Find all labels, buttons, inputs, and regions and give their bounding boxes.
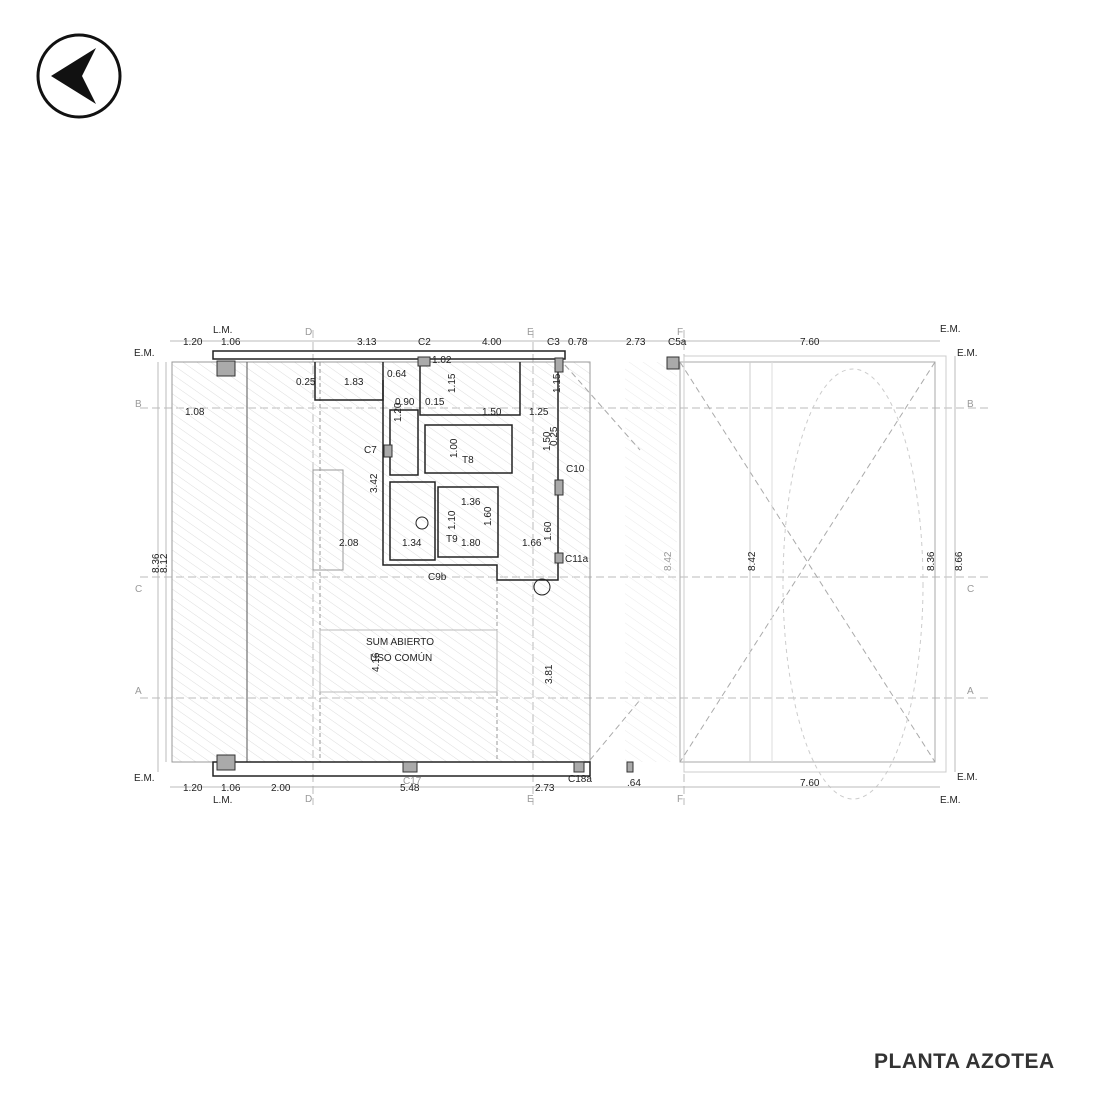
- terrace-floor: [171, 361, 677, 763]
- dim-label: 8.12: [159, 553, 170, 573]
- axis-label: C: [135, 584, 142, 595]
- axis-label: A: [967, 686, 974, 697]
- axis-label: E: [527, 327, 534, 338]
- dim-label: 0.90: [395, 397, 415, 408]
- columns: [216, 356, 680, 773]
- dim-label: 2.08: [339, 538, 359, 549]
- dim-label: 7.60: [800, 337, 820, 348]
- axis-label: D: [305, 327, 312, 338]
- axis-label: C: [967, 584, 974, 595]
- dim-label: 1.08: [185, 407, 205, 418]
- em-label: E.M.: [940, 324, 961, 335]
- em-label: E.M.: [134, 348, 155, 359]
- dim-label: 1.20: [183, 783, 203, 794]
- column-label: C11a: [565, 554, 589, 565]
- dim-label: 3.81: [544, 664, 555, 684]
- axis-label: F: [677, 327, 683, 338]
- dim-label: 1.50: [482, 407, 502, 418]
- roof-area: [564, 355, 947, 800]
- dim-label: 0.78: [568, 337, 588, 348]
- lm-label: L.M.: [213, 795, 232, 806]
- axis-label: B: [967, 399, 974, 410]
- dim-label: 3.42: [369, 473, 380, 493]
- column-label: C10: [566, 464, 585, 475]
- dim-label: 2.73: [626, 337, 646, 348]
- dim-label: 2.73: [535, 783, 555, 794]
- dim-label: 4.16: [371, 652, 382, 672]
- dim-label: 3.13: [357, 337, 377, 348]
- column-label: C7: [364, 445, 377, 456]
- dim-label: 1.10: [447, 510, 458, 530]
- column-label: T9: [446, 534, 458, 545]
- north-arrow-icon: [36, 33, 122, 119]
- dimension-lines: [157, 340, 956, 788]
- dim-label: 1.20: [183, 337, 203, 348]
- dim-label: 8.36: [926, 551, 937, 571]
- axis-label: B: [135, 399, 142, 410]
- dim-label: 0.25: [549, 426, 560, 446]
- walls: [212, 350, 591, 777]
- column-label: C5a: [668, 337, 687, 348]
- column-label: C18a: [568, 774, 592, 785]
- dim-label: 1.36: [461, 497, 481, 508]
- dim-label: 7.60: [800, 778, 820, 789]
- dim-label: 8.42: [663, 551, 674, 571]
- room-use: USO COMÚN: [370, 651, 432, 664]
- dim-label: 0.15: [425, 397, 445, 408]
- dim-label: 2.00: [271, 783, 291, 794]
- dim-label: 1.06: [221, 783, 241, 794]
- dim-label: .64: [627, 778, 641, 789]
- em-label: E.M.: [134, 773, 155, 784]
- dim-label: 1.15: [552, 373, 563, 393]
- em-label: E.M.: [957, 348, 978, 359]
- dim-label: 1.60: [543, 521, 554, 541]
- column-label: C3: [547, 337, 560, 348]
- plan-title: PLANTA AZOTEA: [874, 1050, 1055, 1073]
- em-label: E.M.: [940, 795, 961, 806]
- axis-label: E: [527, 794, 534, 805]
- dim-label: 1.02: [432, 355, 452, 366]
- dim-label: 8.66: [954, 551, 965, 571]
- dim-label: 1.15: [447, 373, 458, 393]
- dim-label: 4.00: [482, 337, 502, 348]
- dim-label: 0.64: [387, 369, 407, 380]
- column-label: T8: [462, 455, 474, 466]
- dim-label: 1.34: [402, 538, 422, 549]
- column-label: C17: [403, 776, 422, 787]
- em-label: E.M.: [957, 772, 978, 783]
- room-name: SUM ABIERTO: [366, 637, 434, 648]
- dim-label: 0.25: [296, 377, 316, 388]
- dim-label: 5.48: [400, 783, 420, 794]
- dim-label: 1.00: [449, 438, 460, 458]
- column-label: C9b: [428, 572, 447, 583]
- dim-label: 1.50: [542, 431, 553, 451]
- dim-label: 1.06: [221, 337, 241, 348]
- dim-label: 1.83: [344, 377, 364, 388]
- lm-label: L.M.: [213, 325, 232, 336]
- dim-label: 1.80: [461, 538, 481, 549]
- axis-label: A: [135, 686, 142, 697]
- dim-label: 1.60: [483, 506, 494, 526]
- dim-label: 8.42: [747, 551, 758, 571]
- dim-label: 1.20: [393, 402, 404, 422]
- column-label: C2: [418, 337, 431, 348]
- labels: 1.20 L.M. 1.06 D 3.13 C2 4.00 E C3 0.78 …: [134, 324, 978, 806]
- dim-label: 8.36: [151, 553, 162, 573]
- dim-label: 1.25: [529, 407, 549, 418]
- dim-label: 1.66: [522, 538, 542, 549]
- axis-label: F: [677, 794, 683, 805]
- axis-label: D: [305, 794, 312, 805]
